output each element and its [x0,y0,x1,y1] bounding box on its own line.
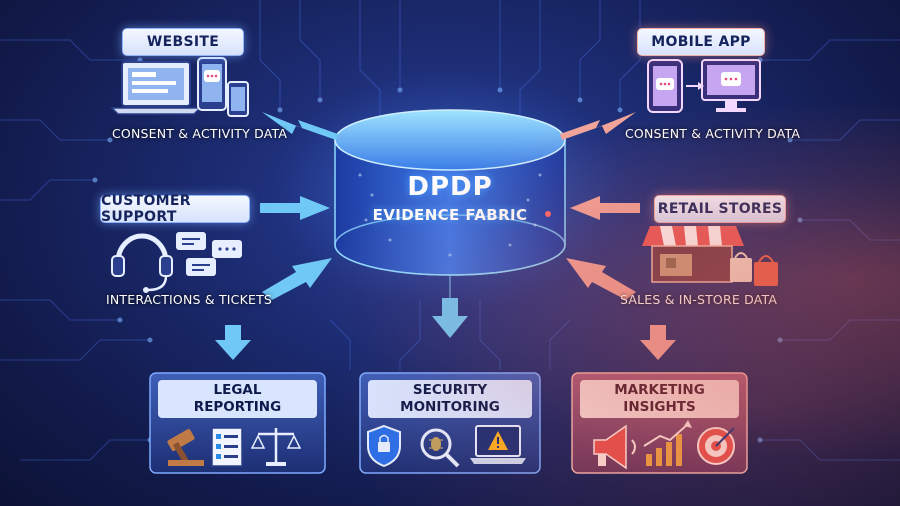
bug-search-icon [420,428,460,468]
legal-reporting-title-line1: LEGAL [213,382,262,398]
customer-support-caption: INTERACTIONS & TICKETS [106,292,273,307]
headset-icon [111,233,173,293]
flow-arrows [215,112,676,360]
shopping-bag-icon [730,252,778,286]
mobile-app-icons [647,59,761,113]
alert-laptop-icon [470,425,526,464]
security-monitoring-card: SECURITY MONITORING [368,380,532,418]
gavel-icon [167,429,204,466]
storefront-icon [642,226,744,283]
marketing-insights-title-line1: MARKETING [614,382,705,398]
shield-lock-icon [367,424,401,468]
marketing-insights-card: MARKETING INSIGHTS [580,380,739,418]
chat-bubble-icon [204,70,220,82]
mobile-app-label: MOBILE APP [637,28,765,56]
retail-stores-caption: SALES & IN-STORE DATA [620,292,778,307]
evidence-fabric-title: DPDP EVIDENCE FABRIC [340,172,560,224]
customer-support-label: CUSTOMER SUPPORT [100,193,250,225]
retail-stores-label: RETAIL STORES [654,195,786,223]
website-label: WEBSITE [122,28,244,56]
growth-chart-icon [643,420,692,466]
target-icon [697,427,735,465]
megaphone-icon [593,424,636,470]
laptop-icon [110,61,202,115]
support-chat-bubbles-icon [176,232,242,276]
legal-reporting-title-line2: REPORTING [193,399,282,415]
scales-icon [250,428,302,466]
legal-reporting-card: LEGAL REPORTING [158,380,317,418]
security-monitoring-title-line1: SECURITY [412,382,488,398]
checklist-icon [211,427,243,467]
mobile-app-caption: CONSENT & ACTIVITY DATA [625,126,801,141]
core-title-line2: EVIDENCE FABRIC [372,206,528,224]
security-monitoring-title-line2: MONITORING [400,399,500,415]
evidence-fabric-cylinder [270,70,630,320]
website-caption: CONSENT & ACTIVITY DATA [112,126,288,141]
marketing-insights-title-line2: INSIGHTS [623,399,696,415]
core-title-line1: DPDP [407,172,493,202]
phone-icon [197,57,249,117]
